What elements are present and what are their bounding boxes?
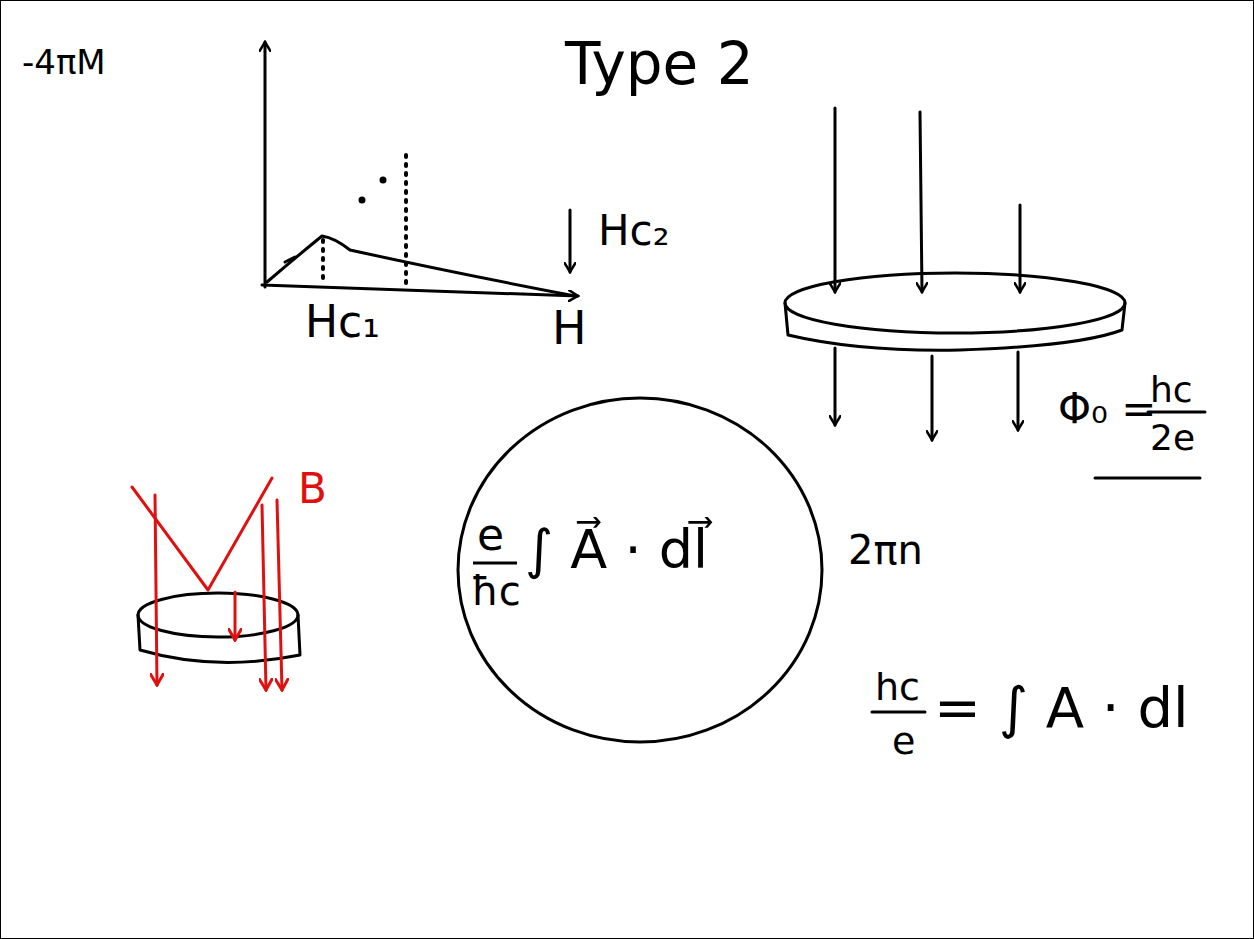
fraction-numerator: hc xyxy=(875,668,920,706)
line-integral: ∫ A⃗ · dl⃗ xyxy=(525,523,708,577)
axis-tick-label: Hc₂ xyxy=(598,210,670,252)
fraction-numerator: hc xyxy=(1150,372,1193,408)
axis-tick-label: Hc₁ xyxy=(305,300,380,344)
circle-node: e ħc∫ A⃗ · dl⃗ xyxy=(455,395,825,745)
field-label: B xyxy=(298,468,327,510)
axis-label: -4πM xyxy=(22,45,106,79)
formula-text: 2πn xyxy=(848,530,923,570)
numerator: e xyxy=(477,513,504,557)
title-note: Type 2 xyxy=(565,35,754,93)
formula-text: = ∫ A · dl xyxy=(934,680,1189,736)
axis-label: H xyxy=(552,305,587,351)
formula-text: Φ₀ = xyxy=(1058,388,1156,430)
denominator: ħc xyxy=(471,571,521,611)
fraction-denominator: e xyxy=(892,722,915,760)
fraction-denominator: 2e xyxy=(1150,420,1195,456)
